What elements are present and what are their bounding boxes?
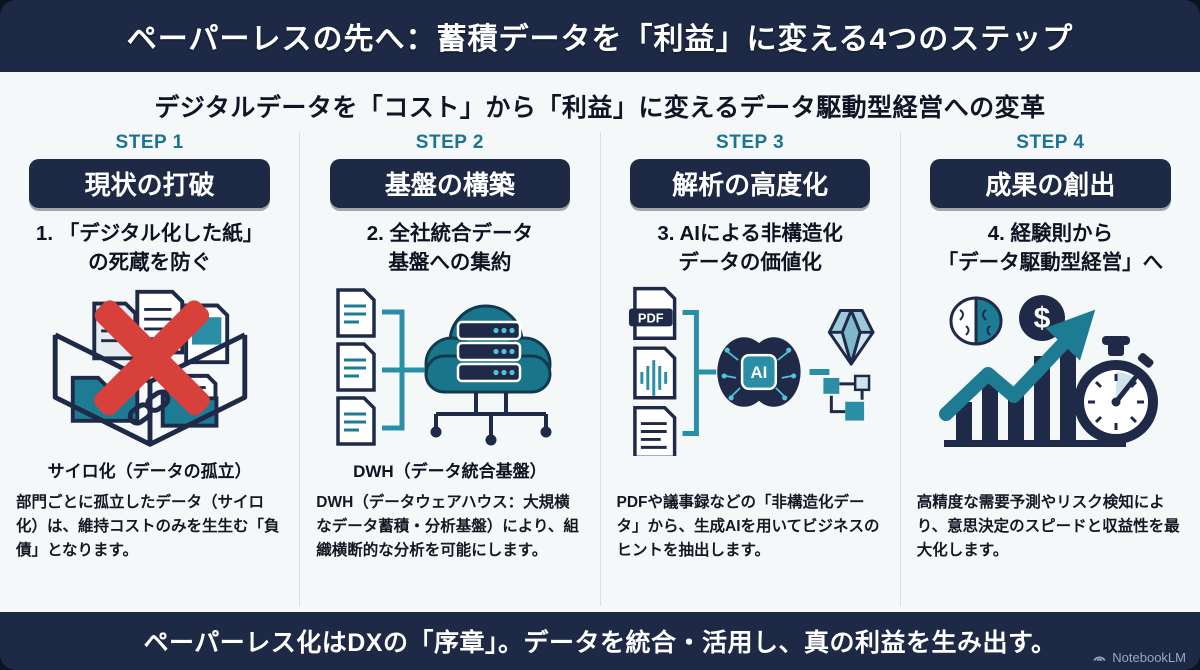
step-3-description: PDFや議事録などの「非構造化データ」から、生成AIを用いてビジネスのヒントを抽… — [616, 494, 880, 560]
header-band: ペーパーレスの先へ：蓄積データを「利益」に変える4つのステップ — [0, 0, 1200, 72]
dollar-label: $ — [1034, 302, 1051, 335]
text-file-icon — [633, 405, 677, 456]
audio-file-icon — [633, 345, 677, 400]
step-4-column: STEP 4 成果の創出 4. 経験則から 「データ駆動型経営」へ — [899, 132, 1200, 606]
step-2-title-box: 基盤の構築 — [329, 159, 571, 208]
step-3-label: STEP 3 — [716, 132, 785, 153]
dollar-coin-icon: $ — [1019, 294, 1066, 341]
pdf-file-icon: PDF — [629, 286, 677, 340]
ai-chip-label: AI — [751, 362, 768, 381]
content-area: デジタルデータを「コスト」から「利益」に変えるデータ駆動型経営への変革 STEP… — [0, 72, 1200, 612]
step-3-title-box: 解析の高度化 — [629, 159, 871, 208]
step-2-description: DWH（データウェアハウス：大規横なデータ蓄積・分析基盤）により、組織横断的な分… — [316, 494, 579, 560]
subtitle: デジタルデータを「コスト」から「利益」に変えるデータ駆動型経営への変革 — [154, 94, 1046, 122]
brain-icon — [949, 295, 1003, 346]
step-4-title-box: 成果の創出 — [930, 159, 1171, 208]
server-stack-icon — [456, 320, 522, 382]
step-2-caption: DWH（データ統合基盤） — [353, 462, 547, 481]
network-nodes-icon — [430, 391, 552, 445]
ai-brain-icon: AI — [717, 336, 801, 407]
step-1-label: STEP 1 — [115, 132, 184, 153]
step-2-column: STEP 2 基盤の構築 2. 全社統合データ 基盤への集約 — [299, 132, 599, 606]
source-document-icons — [336, 287, 376, 446]
step-4-icon-area: $ — [917, 282, 1184, 457]
diamond-icon — [828, 308, 875, 366]
step-1-heading: 1. 「デジタル化した紙」 の死蔵を防ぐ — [35, 222, 264, 274]
footer-band: ペーパーレス化はDXの「序章」。データを統合・活用し、真の利益を生み出す。 — [0, 612, 1200, 670]
step-3-icon-area: PDF — [617, 282, 884, 457]
cloud-dwh-icon — [336, 287, 552, 446]
watermark-label: NotebookLM — [1112, 650, 1186, 665]
step-3-column: STEP 3 解析の高度化 3. AIによる非構造化 データの価値化 PDF — [599, 132, 900, 606]
steps-row: STEP 1 現状の打破 1. 「デジタル化した紙」 の死蔵を防ぐ — [0, 132, 1200, 612]
data-blocks-icon — [823, 374, 871, 421]
step-1-column: STEP 1 現状の打破 1. 「デジタル化した紙」 の死蔵を防ぐ — [0, 132, 299, 606]
step-1-caption: サイロ化（データの孤立） — [47, 462, 252, 481]
bracket-connector — [381, 309, 428, 430]
growth-chart-stopwatch-icon: $ — [939, 294, 1159, 447]
broken-link-icon — [127, 389, 170, 426]
bar-chart-icon — [944, 335, 1127, 447]
notebooklm-logo-icon — [1093, 656, 1106, 662]
bracket-connector — [682, 309, 717, 436]
step-1-title-box: 現状の打破 — [29, 159, 270, 208]
step-2-label: STEP 2 — [415, 132, 484, 153]
step-4-description: 高精度な需要予測やリスク検知により、意思決定のスピードと収益性を最大化します。 — [916, 494, 1180, 560]
growth-arrow-icon — [939, 309, 1096, 421]
step-2-heading: 2. 全社統合データ 基盤への集約 — [366, 222, 534, 274]
footer-message: ペーパーレス化はDXの「序章」。データを統合・活用し、真の利益を生み出す。 — [143, 629, 1057, 657]
red-x-icon — [93, 299, 210, 415]
step-3-heading: 3. AIによる非構造化 データの価値化 — [657, 222, 843, 274]
step-2-icon-area — [316, 282, 583, 457]
pdf-label: PDF — [638, 310, 664, 325]
page-title: ペーパーレスの先へ：蓄積データを「利益」に変える4つのステップ — [126, 23, 1074, 56]
stopwatch-icon — [1074, 335, 1159, 444]
ai-brain-extraction-icon: PDF — [629, 286, 875, 456]
watermark: NotebookLM — [1092, 650, 1186, 665]
step-4-label: STEP 4 — [1016, 132, 1085, 153]
step-1-description: 部門ごとに孤立したデータ（サイロ化）は、維持コストのみを生生む「負債」となります… — [16, 494, 280, 560]
step-1-icon-area — [16, 282, 283, 457]
step-4-heading: 4. 経験則から 「データ駆動型経営」へ — [937, 222, 1164, 274]
siloed-data-box-icon — [52, 289, 247, 447]
